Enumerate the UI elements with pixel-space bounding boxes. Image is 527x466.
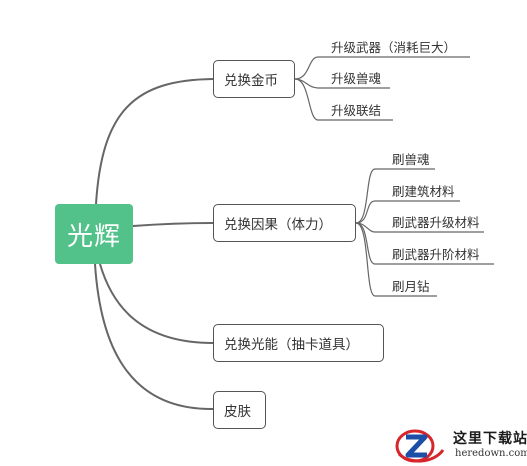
leaf-node[interactable]: 升级联结 <box>331 103 382 118</box>
link-root-energy <box>99 263 214 344</box>
link-root-gold <box>95 78 214 205</box>
link-karma-1 <box>355 168 435 224</box>
root-node[interactable]: 光辉 <box>55 204 133 264</box>
link-root-karma <box>132 222 214 227</box>
branch-node-karma[interactable]: 兑换因果（体力） <box>213 204 356 242</box>
site-logo-icon <box>395 429 445 463</box>
branch-node-skin[interactable]: 皮肤 <box>213 391 266 429</box>
leaf-node[interactable]: 刷月钻 <box>392 279 430 294</box>
link-root-skin <box>94 263 214 411</box>
leaf-node[interactable]: 刷兽魂 <box>392 152 430 167</box>
watermark: 这里下载站 heredown.com <box>393 424 527 466</box>
leaf-node[interactable]: 升级兽魂 <box>331 71 382 86</box>
branch-node-energy[interactable]: 兑换光能（抽卡道具） <box>213 324 384 362</box>
watermark-title: 这里下载站 <box>453 431 527 447</box>
link-karma-4 <box>355 222 494 265</box>
branch-node-gold[interactable]: 兑换金币 <box>213 60 295 98</box>
link-gold-3 <box>294 78 393 121</box>
leaf-node[interactable]: 刷建筑材料 <box>392 184 455 199</box>
leaf-node[interactable]: 刷武器升阶材料 <box>392 247 480 262</box>
link-karma-2 <box>355 200 460 224</box>
link-karma-5 <box>355 222 437 297</box>
leaf-node[interactable]: 升级武器（消耗巨大） <box>331 40 457 55</box>
link-gold-1 <box>294 56 470 80</box>
leaf-node[interactable]: 刷武器升级材料 <box>392 215 480 230</box>
watermark-url: heredown.com <box>455 448 527 459</box>
